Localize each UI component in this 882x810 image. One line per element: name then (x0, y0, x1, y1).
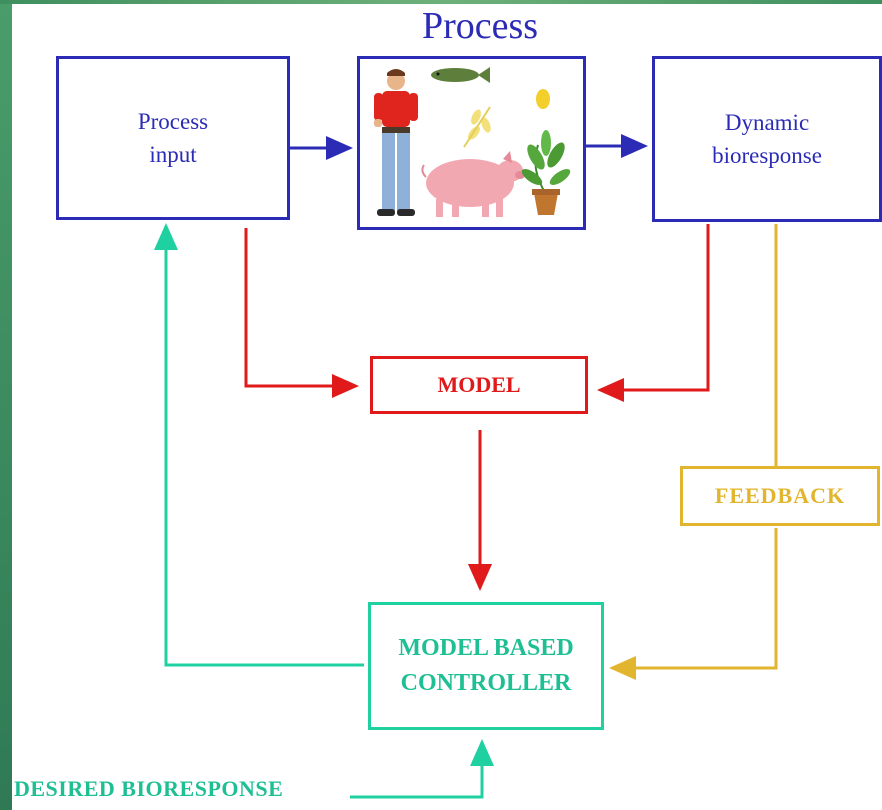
model-box: MODEL (370, 356, 588, 414)
desired-bioresponse-label: DESIRED BIORESPONSE (14, 776, 284, 801)
controller-label: MODEL BASED CONTROLLER (398, 635, 574, 696)
grain-icon (463, 106, 491, 148)
sun-icon (536, 89, 550, 109)
person-icon (374, 69, 418, 216)
process-illustration-box (357, 56, 586, 230)
slide-frame-left (0, 0, 12, 810)
arrow-input-to-model (244, 228, 359, 398)
slide-frame-top (0, 0, 882, 4)
arrow-feedback-to-controller (609, 528, 778, 680)
process-illustration (374, 67, 571, 217)
plant-icon (521, 130, 571, 215)
model-label: MODEL (437, 372, 521, 397)
controller-box: MODEL BASED CONTROLLER (368, 602, 604, 730)
arrow-desired-to-controller (350, 739, 494, 799)
pig-icon (421, 151, 525, 217)
feedback-box: FEEDBACK (680, 466, 880, 526)
dynamic-bioresponse-label: Dynamic bioresponse (712, 109, 822, 168)
arrow-controller-to-input (154, 223, 364, 667)
dynamic-bioresponse-box: Dynamic bioresponse (652, 56, 882, 222)
arrow-bioresponse-to-model (597, 224, 710, 402)
fish-icon (431, 67, 490, 83)
process-input-label: Process input (137, 108, 209, 167)
process-title: Process (421, 5, 539, 47)
feedback-label: FEEDBACK (714, 483, 846, 508)
process-input-box: Process input (56, 56, 290, 220)
